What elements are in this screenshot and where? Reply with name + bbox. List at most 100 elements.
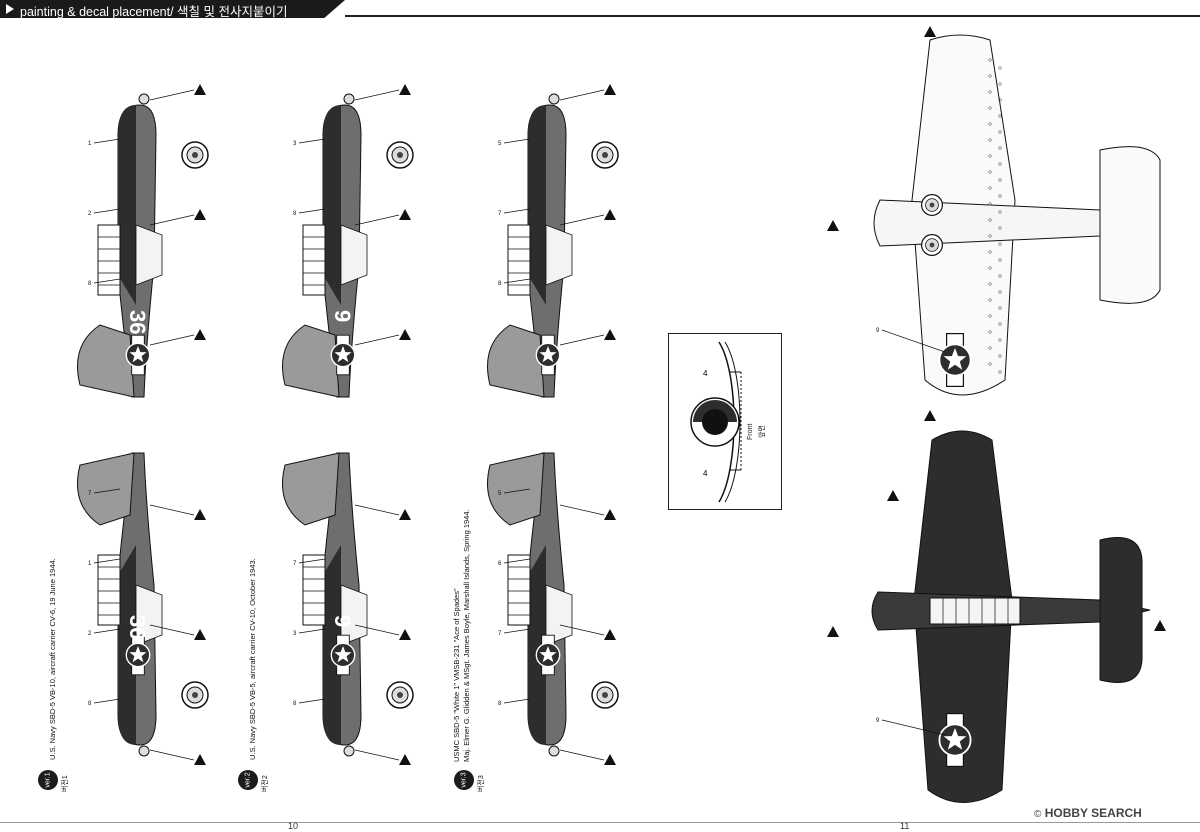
flap-hole	[998, 370, 1002, 374]
canopy	[302, 554, 326, 626]
tail-fin	[282, 324, 340, 398]
callout-triangle	[604, 209, 616, 220]
landing-wheel	[386, 681, 414, 709]
flap-hole	[998, 98, 1002, 102]
callout-number: 8	[88, 281, 92, 287]
leader-line	[354, 214, 400, 226]
callout-number: 9	[876, 328, 880, 334]
callout-number: 7	[498, 211, 502, 217]
landing-wheel	[920, 234, 944, 256]
callout-triangle	[604, 629, 616, 640]
flap-hole	[998, 274, 1002, 278]
callout-triangle	[399, 629, 411, 640]
leader-line	[354, 749, 400, 761]
footer-rule	[0, 822, 1200, 823]
landing-wheel	[386, 141, 414, 169]
section-header: painting & decal placement/ 색칠 및 전사지붙이기	[0, 0, 360, 19]
flap-hole	[988, 362, 992, 366]
ver2-sub-label: 버전2	[262, 775, 269, 792]
page-number-right: 11	[900, 821, 910, 831]
leader-line	[149, 624, 195, 636]
callout-triangle	[399, 84, 411, 95]
header-bar	[0, 0, 345, 18]
callout-number: 8	[293, 701, 297, 707]
flap-hole	[998, 210, 1002, 214]
aircraft-code: 9	[330, 310, 355, 322]
leader-line	[93, 278, 121, 284]
front-sub-label: 앞면	[759, 425, 766, 438]
callout-triangle	[194, 329, 206, 340]
landing-wheel	[181, 681, 209, 709]
flap-hole	[998, 322, 1002, 326]
callout-number: 5	[498, 141, 502, 147]
callout-triangle	[924, 26, 936, 37]
callout-number: 4	[703, 469, 708, 478]
flap-hole	[988, 90, 992, 94]
ver1-badge: ver.1	[38, 770, 58, 790]
flap-hole	[998, 162, 1002, 166]
aircraft-code: 9	[330, 615, 355, 627]
ver2-badge: ver.2	[238, 770, 258, 790]
callout-number: 6	[498, 561, 502, 567]
callout-triangle	[604, 84, 616, 95]
callout-number: 1	[88, 141, 92, 147]
flap-hole	[988, 282, 992, 286]
canopy	[97, 224, 121, 296]
callout-triangle	[604, 509, 616, 520]
flap-hole	[998, 66, 1002, 70]
aircraft-underside-view: 9	[827, 26, 1161, 421]
upper-camouflage	[118, 545, 136, 745]
front-view-drawing: 4 4	[690, 341, 742, 503]
flap-hole	[988, 186, 992, 190]
flap-hole	[998, 258, 1002, 262]
flap-hole	[998, 306, 1002, 310]
canopy	[302, 224, 326, 296]
triangle-icon	[6, 4, 14, 14]
leader-line	[503, 208, 531, 214]
leader-line	[93, 488, 121, 494]
page-number-left: 10	[288, 821, 299, 831]
callout-number: 7	[293, 561, 297, 567]
callout-number: 5	[498, 491, 502, 497]
leader-line	[149, 504, 195, 516]
flap-hole	[998, 130, 1002, 134]
ver3-caption-line2: Maj. Elmer G. Glidden & MSgt. James Boyl…	[462, 509, 471, 762]
flap-hole	[988, 314, 992, 318]
aircraft-code: 36	[125, 310, 150, 334]
propeller-spinner	[138, 745, 150, 757]
propeller-spinner	[548, 745, 560, 757]
callout-triangle	[194, 629, 206, 640]
wing-root	[545, 584, 573, 646]
callout-number: 3	[293, 631, 297, 637]
flap-hole	[988, 330, 992, 334]
leader-line	[298, 628, 326, 634]
ver2-caption: U.S. Navy SBD-5 VB-5, aircraft carrier C…	[248, 558, 257, 760]
callout-triangle	[827, 626, 839, 637]
leader-line	[503, 698, 531, 704]
upper-camouflage	[528, 545, 546, 745]
canopy	[507, 224, 531, 296]
flap-hole	[988, 170, 992, 174]
ver3-caption-line1: USMC SBD-5 "White 1" VMSB-231 "Ace of Sp…	[452, 588, 461, 762]
callout-number: 7	[498, 631, 502, 637]
leader-line	[559, 214, 605, 226]
landing-wheel	[920, 194, 944, 216]
flap-hole	[988, 58, 992, 62]
flap-hole	[988, 74, 992, 78]
wing-root	[340, 224, 368, 286]
leader-line	[503, 558, 531, 564]
flap-hole	[988, 202, 992, 206]
leader-line	[503, 138, 531, 144]
leader-line	[149, 214, 195, 226]
callout-triangle	[924, 410, 936, 421]
callout-triangle	[194, 509, 206, 520]
callout-triangle	[1154, 620, 1166, 631]
leader-line	[503, 278, 531, 284]
header-title: painting & decal placement/ 색칠 및 전사지붙이기	[20, 5, 288, 19]
landing-wheel	[591, 681, 619, 709]
flap-hole	[988, 106, 992, 110]
aircraft-code: 36	[125, 615, 150, 639]
flap-hole	[998, 242, 1002, 246]
